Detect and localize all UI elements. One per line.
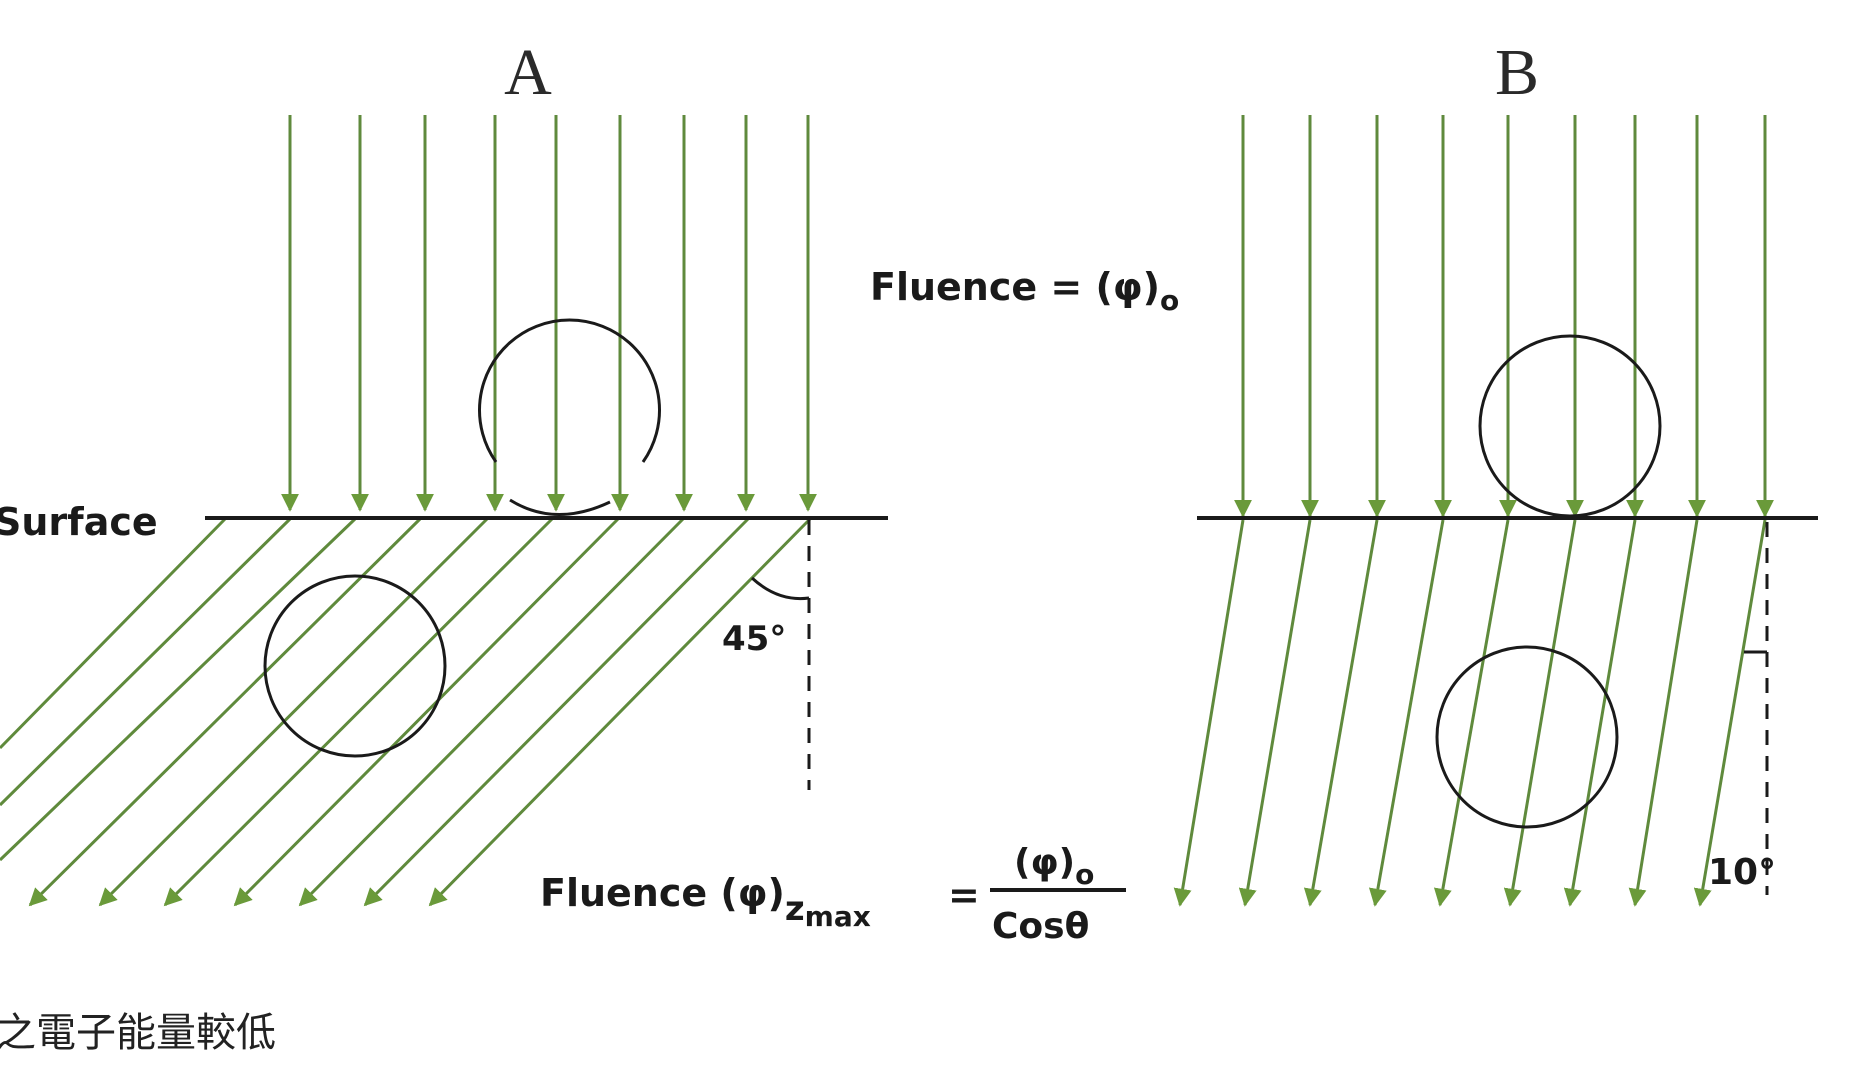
panel-a-incident-rays (281, 115, 817, 512)
numerator-open: ( (1014, 842, 1030, 883)
surface-label: Surface (0, 500, 158, 544)
panel-a-transmitted-ray (98, 517, 489, 907)
panel-a-upper-circle-base (509, 498, 611, 516)
panel-a-upper-circle (478, 318, 661, 463)
panel-b-transmitted-ray (1433, 519, 1510, 907)
panel-a-lower-circle (263, 574, 447, 758)
panel-b-transmitted-ray (1693, 519, 1767, 907)
panel-a-label: A (504, 36, 552, 109)
panel-b-upper-circle (1478, 334, 1662, 518)
panel-a-transmitted-ray (163, 517, 554, 907)
fluence-top-close: ) (1143, 265, 1160, 309)
panel-b-transmitted-ray (1628, 519, 1699, 907)
fraction-numerator: (φ)o (1014, 842, 1094, 891)
footer-caption: 之電子能量較低 (0, 1010, 276, 1056)
panel-a-transmitted-ray (28, 517, 422, 907)
fluence-bottom-prefix: Fluence ( (540, 871, 738, 915)
panel-b-lower-circle (1435, 645, 1619, 829)
panel-a-transmitted-ray-partial (0, 517, 227, 750)
panel-b-transmitted-ray (1238, 519, 1312, 907)
fluence-top-phi: φ (1113, 265, 1143, 309)
fluence-incident-formula: Fluence = (φ)o (870, 265, 1179, 317)
panel-a-angle-label: 45° (722, 619, 786, 659)
panel-a-angle-arc (750, 576, 810, 601)
panel-b-transmitted-rays (1173, 519, 1767, 907)
fluence-top-prefix: Fluence = ( (870, 265, 1113, 309)
panel-b-transmitted-ray (1563, 519, 1637, 907)
fluence-top-subscript: o (1160, 284, 1179, 317)
fluence-depth-formula: Fluence (φ)zmax (540, 871, 871, 933)
panel-a-transmitted-ray-partial (0, 517, 292, 807)
numerator-close: ) (1059, 842, 1075, 883)
fluence-bottom-subscript: z (785, 889, 805, 929)
panel-b-transmitted-ray (1503, 519, 1577, 907)
fraction-denominator: Cosθ (992, 906, 1089, 947)
numerator-phi: φ (1030, 842, 1058, 883)
fluence-bottom-close: ) (768, 871, 785, 915)
fluence-bottom-phi: φ (738, 871, 768, 915)
panel-a-transmitted-ray (298, 517, 685, 907)
panel-a-transmitted-ray (363, 517, 750, 907)
panel-b-transmitted-ray (1303, 519, 1379, 907)
panel-b-angle-label: 10° (1708, 852, 1776, 893)
panel-a-transmitted-rays (0, 517, 812, 907)
panel-b-label: B (1495, 36, 1539, 109)
numerator-subscript: o (1075, 858, 1094, 891)
panel-b-transmitted-ray (1173, 519, 1245, 907)
panel-a-transmitted-ray (428, 517, 812, 907)
panel-b-incident-rays (1234, 115, 1774, 518)
panel-a-transmitted-ray-partial (0, 517, 357, 862)
panel-a-transmitted-ray (233, 517, 620, 907)
fluence-equals: = (948, 873, 980, 917)
panel-b-transmitted-ray (1368, 519, 1445, 907)
fluence-bottom-subsubscript: max (805, 900, 871, 933)
